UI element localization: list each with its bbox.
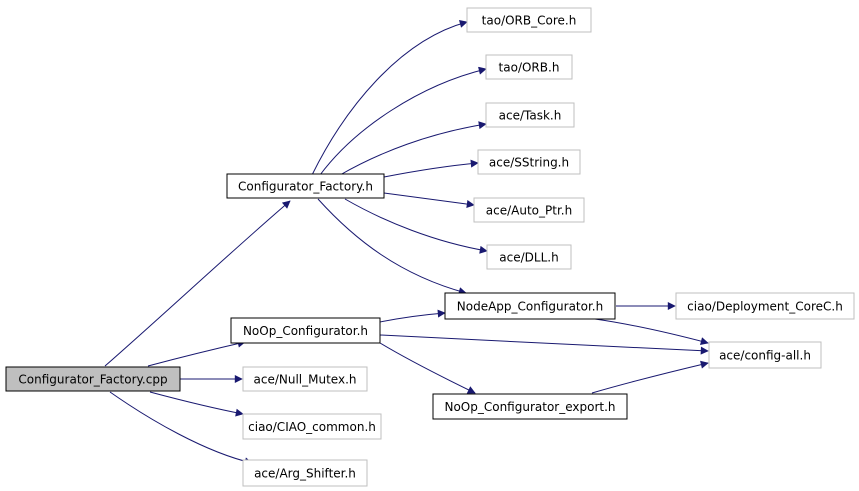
- edge-cf-h-to-orb: [319, 66, 487, 176]
- node-ace-auto-ptr-h-label: ace/Auto_Ptr.h: [486, 204, 572, 218]
- node-root-label: Configurator_Factory.cpp: [18, 373, 167, 387]
- edge-cf-h-to-sstring: [383, 159, 479, 178]
- node-configurator-factory-h[interactable]: Configurator_Factory.h: [226, 173, 385, 199]
- node-tao-orb-h-label: tao/ORB.h: [499, 61, 560, 75]
- edge-nodeapp-to-config-all: [594, 318, 709, 346]
- edge-cf-h-to-task: [339, 121, 487, 176]
- edge-noop-export-to-config-all: [591, 360, 709, 394]
- node-ace-task-h[interactable]: ace/Task.h: [485, 102, 575, 128]
- node-nodeapp-configurator-h[interactable]: NodeApp_Configurator.h: [444, 292, 616, 320]
- node-ciao-deployment-corec-h-label: ciao/Deployment_CoreC.h: [687, 300, 843, 314]
- edge-root-to-noop: [147, 339, 246, 367]
- node-ace-dll-h-label: ace/DLL.h: [499, 251, 558, 265]
- node-noop-configurator-h[interactable]: NoOp_Configurator.h: [230, 317, 381, 344]
- node-ciao-deployment-corec-h[interactable]: ciao/Deployment_CoreC.h: [675, 292, 855, 320]
- node-ace-sstring-h[interactable]: ace/SString.h: [477, 149, 581, 175]
- edge-root-to-ciao-common: [149, 391, 244, 417]
- edge-root-to-cf-h: [104, 200, 291, 367]
- node-tao-orb-core-h-label: tao/ORB_Core.h: [482, 14, 577, 28]
- node-ace-null-mutex-h-label: ace/Null_Mutex.h: [254, 373, 357, 387]
- node-noop-configurator-h-label: NoOp_Configurator.h: [243, 324, 368, 338]
- node-ace-dll-h[interactable]: ace/DLL.h: [486, 244, 572, 270]
- node-ace-task-h-label: ace/Task.h: [499, 109, 562, 123]
- node-ace-auto-ptr-h[interactable]: ace/Auto_Ptr.h: [473, 197, 585, 223]
- node-ace-arg-shifter-h[interactable]: ace/Arg_Shifter.h: [242, 459, 368, 487]
- edge-cf-h-to-dll: [344, 198, 488, 254]
- node-ciao-ciao-common-h-label: ciao/CIAO_common.h: [248, 420, 376, 434]
- node-ace-sstring-h-label: ace/SString.h: [489, 156, 569, 170]
- node-configurator-factory-h-label: Configurator_Factory.h: [238, 180, 373, 194]
- node-nodeapp-configurator-h-label: NodeApp_Configurator.h: [457, 300, 603, 314]
- edge-root-to-arg-shifter: [109, 391, 253, 466]
- node-ace-arg-shifter-h-label: ace/Arg_Shifter.h: [254, 467, 356, 481]
- node-ace-config-all-h[interactable]: ace/config-all.h: [708, 341, 822, 369]
- node-tao-orb-h[interactable]: tao/ORB.h: [485, 54, 573, 80]
- node-tao-orb-core-h[interactable]: tao/ORB_Core.h: [466, 7, 592, 33]
- edge-cf-h-to-orb-core: [311, 20, 468, 176]
- edge-cf-h-to-auto-ptr: [383, 192, 475, 208]
- node-noop-configurator-export-h[interactable]: NoOp_Configurator_export.h: [432, 393, 628, 420]
- node-ace-null-mutex-h[interactable]: ace/Null_Mutex.h: [242, 366, 368, 392]
- node-noop-configurator-export-h-label: NoOp_Configurator_export.h: [444, 400, 615, 414]
- edge-noop-to-config-all: [379, 334, 709, 355]
- node-ciao-ciao-common-h[interactable]: ciao/CIAO_common.h: [242, 413, 382, 440]
- edge-noop-to-nodeapp: [379, 309, 446, 323]
- node-ace-config-all-h-label: ace/config-all.h: [719, 349, 811, 363]
- edge-cf-h-to-nodeapp: [317, 198, 467, 295]
- node-root[interactable]: Configurator_Factory.cpp: [5, 366, 181, 392]
- edge-noop-to-noop-export: [379, 342, 476, 394]
